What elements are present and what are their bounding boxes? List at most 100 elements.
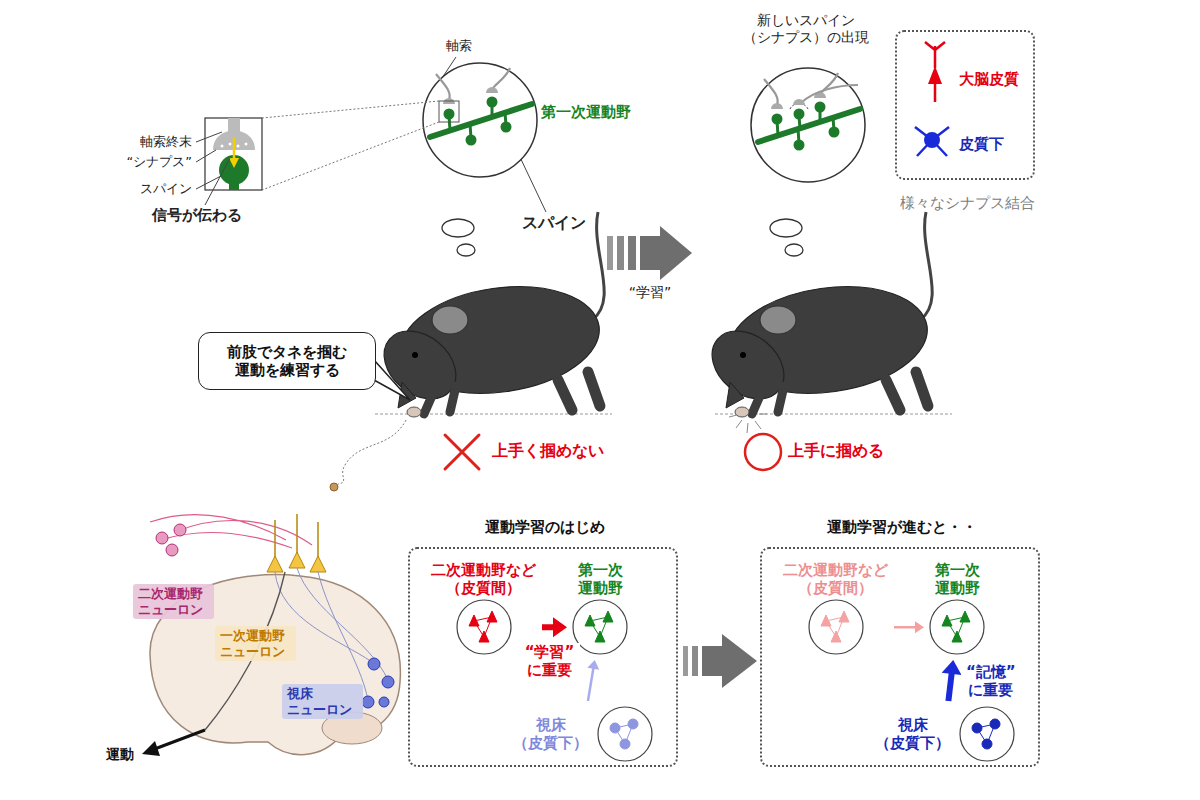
zoom-marker (262, 101, 439, 118)
brain-figure (362, 696, 374, 708)
falling-seed (338, 420, 406, 484)
figure-label: 上手に掴める (788, 441, 884, 460)
neuron-circle (809, 600, 863, 654)
node-text: 二次運動野 ニューロン (138, 586, 209, 617)
neuron-circle (595, 704, 655, 764)
neuron-circle (960, 707, 1014, 761)
figure-label: 第一次運動野 (541, 103, 631, 121)
neuron-fiber (957, 617, 965, 637)
learning-arrow (607, 226, 692, 280)
movement-arrow (152, 730, 205, 750)
neuron-fiber (590, 621, 600, 637)
node-text: 運動学習のはじめ (485, 518, 605, 536)
arrow-head (942, 660, 962, 675)
learning-arrow (607, 236, 613, 270)
figure-label: 新しいスパイン （シナプス）の出現 (740, 12, 872, 46)
synapse-inset (229, 158, 239, 168)
fail-mark (445, 435, 479, 469)
connector-arrow (894, 621, 924, 633)
brain-figure (156, 532, 168, 544)
legend-neuron-icon (924, 132, 940, 148)
fail-mark (445, 435, 479, 469)
zoom-marker (439, 101, 459, 122)
synapse-inset (205, 118, 262, 190)
figure-label: 軸索終末 (140, 134, 192, 150)
arrow-head (553, 617, 567, 637)
stage-box: 運動学習が進むと・・二次運動野など （皮質間）第一次 運動野視床 （皮質下） (760, 547, 1040, 767)
figure-label: スパイン (522, 213, 586, 232)
synapse-inset (245, 143, 248, 146)
progress-arrow (692, 646, 698, 676)
node-text: 二次運動野など （皮質間） (428, 561, 539, 597)
grasp-sparkle (759, 414, 767, 415)
node-text: 運動学習が進むと・・ (827, 518, 977, 536)
neuron-cluster: 第一次 運動野 (927, 561, 987, 657)
zoom-marker (262, 122, 439, 190)
node-text: 視床 （皮質下） (510, 716, 591, 752)
connector-line (894, 626, 917, 629)
connector-line (948, 671, 952, 701)
thought-bubble (457, 244, 475, 256)
neuron-cluster: 視床 （皮質下） (872, 704, 1017, 764)
leader-line (196, 57, 546, 212)
neuron-symbol (487, 611, 497, 622)
neuron-tag: 二次運動野 ニューロン (133, 584, 214, 619)
neuron-symbol (839, 611, 849, 622)
figure-label: スパイン (140, 181, 192, 197)
progress-arrow (683, 646, 688, 676)
arrow-head (587, 660, 599, 670)
node-text: 一次運動野 ニューロン (220, 628, 291, 659)
neuron-symbol (603, 611, 613, 622)
movement-arrow (142, 730, 205, 756)
node-text: 第一次 運動野 (575, 561, 626, 597)
brain-figure (166, 544, 178, 556)
legend-neuron-icon (915, 42, 949, 156)
node-text: 二次運動野など （皮質間） (780, 561, 891, 597)
dendrite-view-after (751, 68, 865, 182)
synapse-inset (237, 145, 240, 148)
learning-arrow (640, 236, 660, 270)
connector-arrow (587, 660, 599, 701)
connector-arrow (542, 617, 567, 637)
synapse-inset (233, 138, 236, 160)
node-text: 視床 ニューロン (287, 686, 358, 717)
thought-bubble (442, 219, 474, 237)
neuron-fiber (615, 724, 633, 728)
progress-arrow (722, 634, 757, 688)
falling-seed (330, 483, 338, 491)
neuron-fiber (826, 621, 836, 637)
leader-line (205, 158, 230, 205)
brain-figure (267, 552, 326, 572)
speech-bubble: 前肢でタネを掴む 運動を練習する (198, 332, 376, 390)
neuron-fiber (977, 728, 987, 744)
arrow-head (915, 621, 924, 633)
legend-neuron-icon (925, 42, 945, 102)
grasp-sparkle (729, 414, 767, 433)
dendrite-view (423, 63, 537, 177)
legend-neuron-icon (915, 127, 949, 156)
connector-arrow (942, 660, 962, 701)
neuron-circle (957, 704, 1017, 764)
brain-figure (150, 515, 312, 548)
neuron-cluster: 視床 （皮質下） (510, 704, 655, 764)
neuron-fiber (987, 724, 995, 744)
dendrite-view-after (793, 99, 805, 105)
figure-label: “学習” (629, 284, 672, 301)
thought-bubble (770, 219, 802, 237)
learning-arrow (660, 226, 692, 280)
synapse-inset (221, 145, 224, 148)
brain-figure (174, 524, 186, 536)
dendrite-view-after (751, 68, 865, 182)
neuron-fiber (947, 617, 965, 621)
grasp-sparkle (736, 420, 742, 428)
neuron-circle (457, 600, 511, 654)
legend-neuron-icon (928, 66, 942, 84)
neuron-fiber (590, 617, 608, 621)
grasp-sparkle (755, 421, 761, 429)
neuron-fiber (615, 728, 625, 744)
falling-seed (330, 420, 406, 491)
edge-label: “学習” に重要 (520, 643, 580, 679)
mouse-figure (371, 212, 607, 417)
brain-figure (382, 676, 394, 688)
